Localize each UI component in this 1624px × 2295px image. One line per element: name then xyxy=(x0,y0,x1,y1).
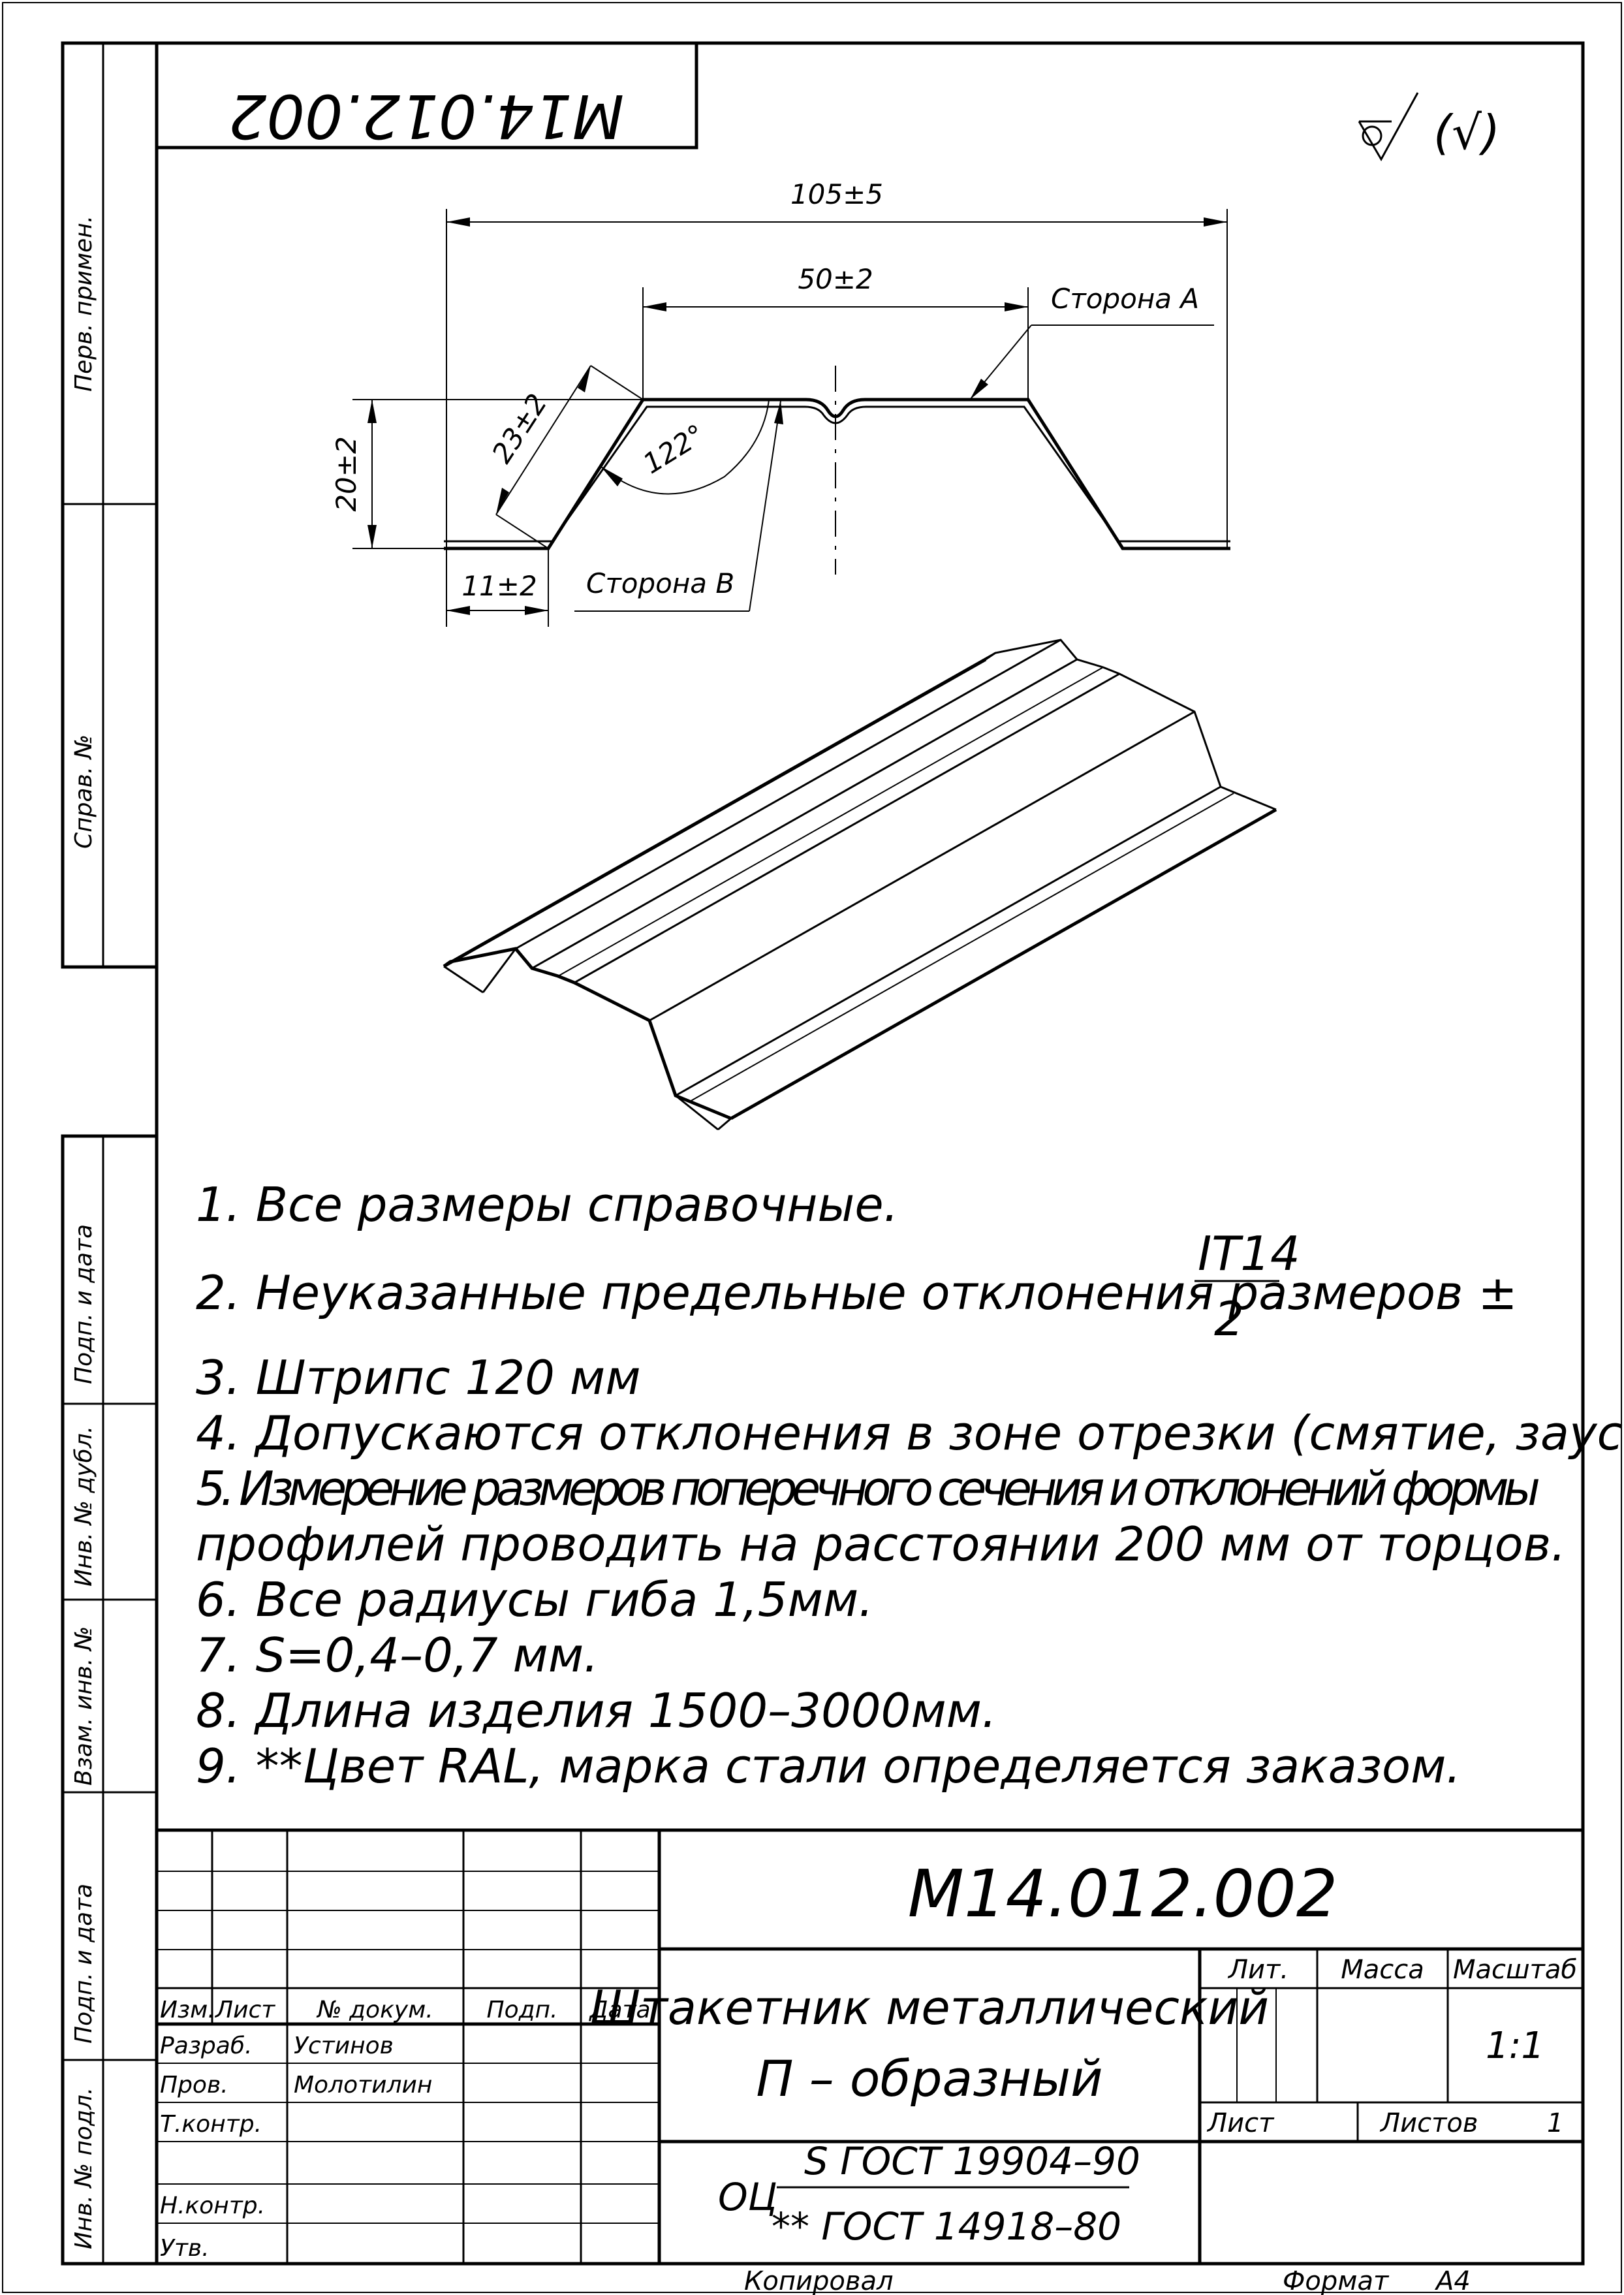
title-block: М14.012.002 Штакетник металлический П – … xyxy=(155,1828,1585,2266)
side-a-label: Сторона А xyxy=(1051,283,1199,315)
note-5b: профилей проводить на расстоянии 200 мм … xyxy=(196,1517,1566,1572)
dim-overall-width: 105±5 xyxy=(790,178,883,210)
footer-kopiroval: Копировал xyxy=(744,2266,894,2295)
top-designation-rotated: М14.012.002 xyxy=(228,81,624,151)
note-2: 2. Неуказанные предельные отклонения раз… xyxy=(196,1265,1518,1320)
side-label-inv-dubl: Инв. № дубл. xyxy=(70,1426,97,1587)
side-label-podp-data-1: Подп. и дата xyxy=(70,1224,97,1384)
side-strip: Перв. примен. Справ. № Подп. и дата Инв.… xyxy=(61,41,159,2266)
footer: Копировал Формат А4 xyxy=(744,2266,1471,2295)
sheets-count: 1 xyxy=(1547,2108,1563,2138)
material-top: S ГОСТ 19904–90 xyxy=(804,2139,1140,2183)
header-izm: Изм. xyxy=(160,1997,215,2023)
dim-height: 20±2 xyxy=(330,436,362,511)
label-lit: Лит. xyxy=(1227,1955,1288,1985)
product-name-line1: Штакетник металлический xyxy=(590,1980,1269,2035)
side-leaders: Сторона А Сторона В xyxy=(574,283,1214,612)
row-nkontr: Н.контр. xyxy=(160,2192,265,2219)
note-7: 7. S=0,4–0,7 мм. xyxy=(196,1628,599,1683)
label-sheet: Лист xyxy=(1206,2108,1275,2138)
roughness-sign: (√) xyxy=(1433,105,1500,160)
header-data: Дата xyxy=(588,1997,650,2023)
material-bottom: ** ГОСТ 14918–80 xyxy=(772,2204,1121,2249)
label-massa: Масса xyxy=(1341,1955,1424,1985)
row-prov-name: Молотилин xyxy=(294,2072,432,2098)
row-razrab: Разраб. xyxy=(160,2033,252,2059)
note-5a: 5. Измерение размеров поперечного сечени… xyxy=(196,1461,1540,1516)
dim-top-width: 50±2 xyxy=(798,263,873,295)
note-8: 8. Длина изделия 1500–3000мм. xyxy=(196,1683,997,1738)
note-1: 1. Все размеры справочные. xyxy=(196,1177,899,1232)
side-label-podp-data-2: Подп. и дата xyxy=(70,1884,97,2044)
profile-dimensions: 105±5 50±2 20±2 23±2 122° 11±2 xyxy=(330,178,1228,627)
isometric-view xyxy=(443,639,1277,1131)
main-frame xyxy=(155,41,1585,2266)
row-razrab-name: Устинов xyxy=(294,2033,394,2059)
side-label-inv-podl: Инв. № подл. xyxy=(70,2087,97,2249)
label-sheets: Листов xyxy=(1379,2108,1478,2138)
row-utv: Утв. xyxy=(160,2235,210,2262)
roughness-mark: (√) xyxy=(1358,92,1500,162)
row-tkontr: Т.контр. xyxy=(160,2111,262,2138)
technical-notes: 1. Все размеры справочные. 2. Неуказанны… xyxy=(196,1177,1624,1794)
material-prefix: ОЦ xyxy=(718,2175,777,2219)
header-list: Лист xyxy=(214,1997,275,2023)
dim-flange: 11±2 xyxy=(461,570,537,602)
note-4: 4. Допускаются отклонения в зоне отрезки… xyxy=(196,1406,1624,1461)
label-masshtab: Масштаб xyxy=(1453,1955,1577,1985)
side-label-vzam-inv: Взам. инв. № xyxy=(70,1626,97,1786)
note-9: 9. **Цвет RAL, марка стали определяется … xyxy=(196,1739,1461,1794)
footer-format: Формат xyxy=(1283,2266,1390,2295)
footer-format-value: А4 xyxy=(1434,2266,1471,2295)
top-designation-box: М14.012.002 xyxy=(155,41,698,151)
side-label-perv-primen: Перв. примен. xyxy=(70,215,97,392)
header-n-dokum: № докум. xyxy=(316,1997,433,2023)
profile-section xyxy=(444,366,1230,575)
note-2-end: . xyxy=(1273,1265,1288,1320)
dim-angle: 122° xyxy=(637,418,710,480)
scale-value: 1:1 xyxy=(1486,2025,1544,2067)
note-2-numerator: IT14 xyxy=(1198,1226,1300,1281)
note-2-denominator: 2 xyxy=(1214,1291,1244,1346)
side-b-label: Сторона В xyxy=(586,567,734,599)
product-name-line2: П – образный xyxy=(756,2050,1102,2108)
row-prov: Пров. xyxy=(160,2072,228,2098)
note-3: 3. Штрипс 120 мм xyxy=(196,1350,641,1405)
side-label-sprav: Справ. № xyxy=(70,735,97,849)
title-designation: М14.012.002 xyxy=(908,1856,1338,1932)
note-6: 6. Все радиусы гиба 1,5мм. xyxy=(196,1572,873,1627)
header-podp: Подп. xyxy=(487,1997,558,2023)
